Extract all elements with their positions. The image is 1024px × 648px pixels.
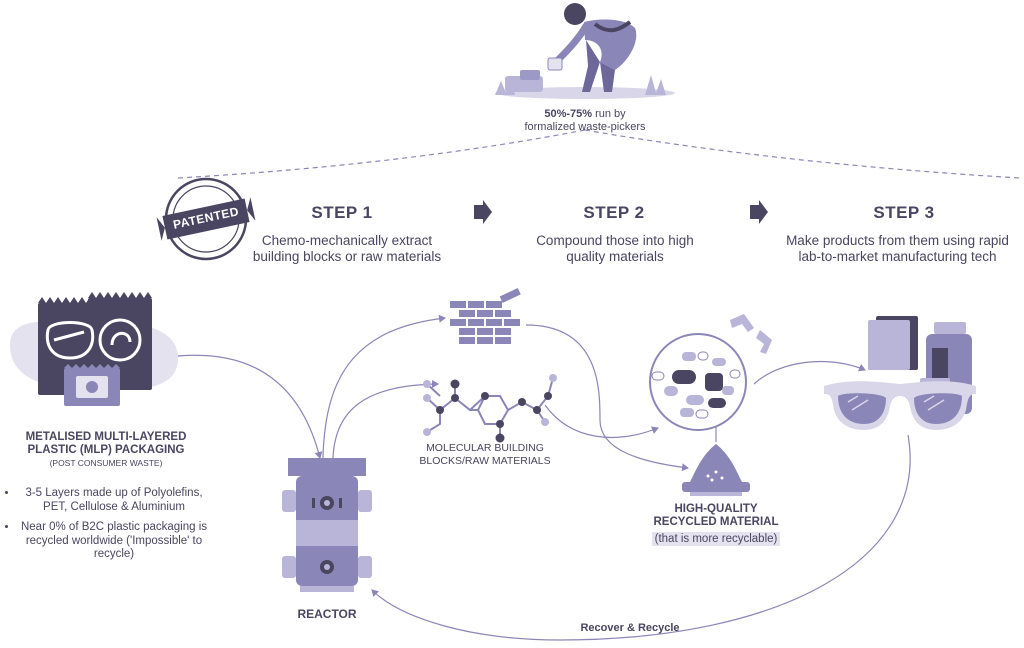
recover-recycle-loop [371,434,911,641]
step-arrow-1 [474,200,492,224]
step3-desc-line2: lab-to-market manufacturing tech [798,249,997,264]
waste-picker-stat: 50%-75% run by formalized waste-pickers [480,108,690,134]
material-label-line3: (that is more recyclable) [651,532,781,546]
molecular-label-line2: BLOCKS/RAW MATERIALS [419,455,551,467]
packaging-subtitle: (POST CONSUMER WASTE) [49,458,163,468]
step-arrow-2 [750,200,768,224]
packaging-title-line1: METALISED MULTI-LAYERED [25,431,187,443]
step2-title: STEP 2 [583,203,645,222]
packaging-title: METALISED MULTI-LAYERED PLASTIC (MLP) PA… [6,431,206,457]
mlp-packaging-illustration [10,292,179,406]
step3-title: STEP 3 [873,203,935,222]
material-label: HIGH-QUALITY RECYCLED MATERIAL (that is … [636,503,796,547]
step3-description: Make products from them using rapid lab-… [775,233,1020,265]
step2-desc-line1: Compound those into high [536,233,694,248]
products-illustration [824,316,976,430]
step1-desc-line2: building blocks or raw materials [252,249,442,264]
material-label-line1: HIGH-QUALITY [674,503,758,515]
recover-recycle-label: Recover & Recycle [580,622,680,634]
molecular-label: MOLECULAR BUILDING BLOCKS/RAW MATERIALS [410,442,560,468]
waste-picker-stat-line2: formalized waste-pickers [524,121,646,133]
bricks-icon [450,288,521,344]
waste-picker-illustration [495,3,675,99]
step2-desc-line2: quality materials [566,249,664,264]
material-pile-illustration [682,444,750,496]
step3-desc-line1: Make products from them using rapid [786,233,1009,248]
material-label-line2: RECYCLED MATERIAL [653,516,779,528]
step1-title: STEP 1 [311,203,373,222]
waste-picker-stat-rest: run by [592,108,626,120]
step2-description: Compound those into high quality materia… [500,233,730,265]
reactor-illustration [282,458,372,592]
packaging-title-line2: PLASTIC (MLP) PACKAGING [27,444,185,456]
recycled-pellets-illustration [649,314,772,431]
step1-description: Chemo-mechanically extract building bloc… [232,233,462,265]
step1-desc-line1: Chemo-mechanically extract [261,233,433,248]
waste-picker-stat-bold: 50%-75% [544,108,593,120]
packaging-bullet-2: Near 0% of B2C plastic packaging is recy… [18,521,210,562]
packaging-bullets: 3-5 Layers made up of Polyolefins, PET, … [4,487,210,569]
reactor-label: REACTOR [297,607,357,621]
packaging-bullet-1: 3-5 Layers made up of Polyolefins, PET, … [18,487,210,514]
molecular-label-line1: MOLECULAR BUILDING [426,442,544,454]
patented-badge-graphic [156,177,256,261]
